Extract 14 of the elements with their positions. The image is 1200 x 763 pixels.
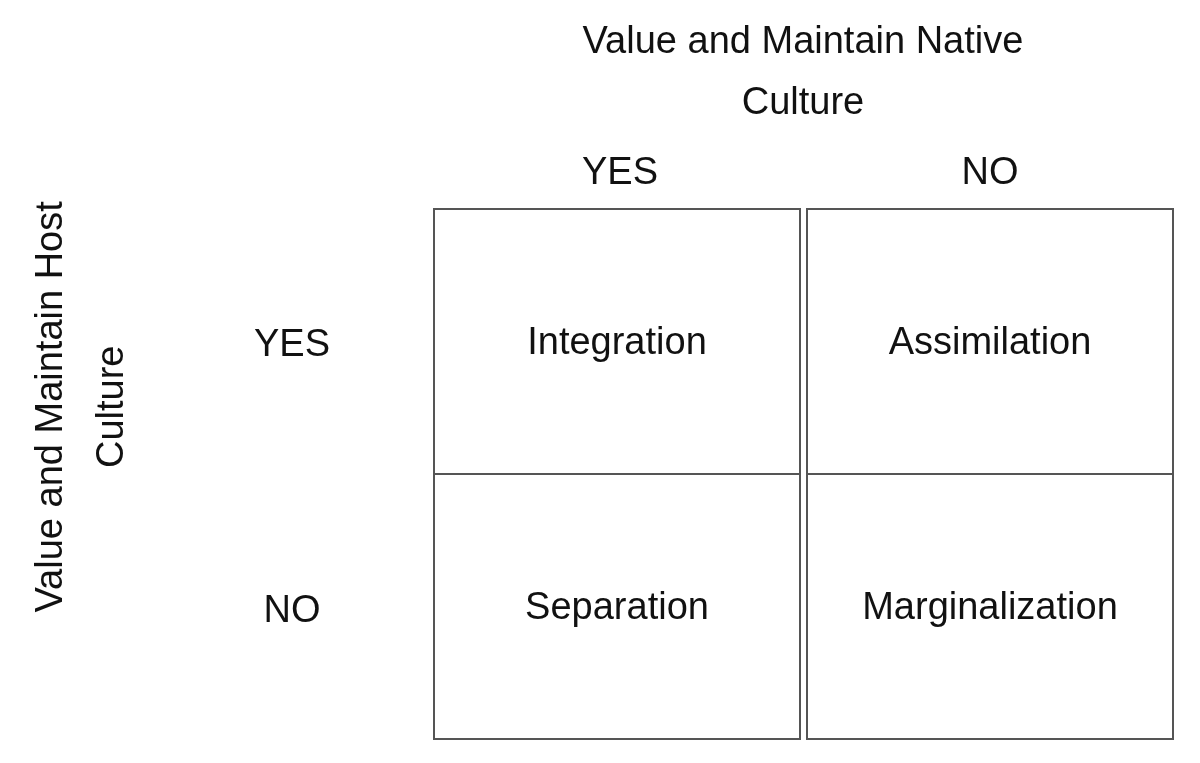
matrix-cell: [433, 473, 801, 740]
axis-value: YES: [252, 321, 331, 366]
axis-value: YES: [580, 149, 659, 194]
matrix-cell: [806, 473, 1174, 740]
matrix-cell: [433, 208, 801, 475]
cell-text: Assimilation: [888, 318, 1092, 364]
axis-value: NO: [960, 149, 1020, 194]
row-axis-title: Value and Maintain Host Culture: [27, 200, 132, 615]
column-axis-title: Value and Maintain Native Culture: [581, 18, 1025, 124]
cell-text: Integration: [527, 318, 707, 364]
cell-text: Marginalization: [862, 583, 1118, 629]
cell-text: Separation: [525, 583, 709, 629]
axis-value: NO: [262, 587, 322, 632]
matrix-cell: [806, 208, 1174, 475]
